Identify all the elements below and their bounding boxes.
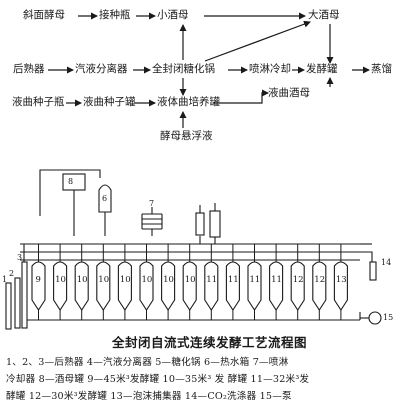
fermentation-tank: [139, 244, 154, 320]
tank-number-label: 11: [271, 275, 282, 285]
node-vapor-liquid-separator: 汽液分离器: [75, 63, 128, 75]
hot-water-tank-6: [98, 184, 112, 213]
callout-1: 1: [2, 275, 8, 284]
fermentation-tank: [204, 244, 219, 320]
tank-number-label: 10: [76, 275, 88, 285]
fermentation-tank: [225, 244, 240, 320]
fermentation-tank: [74, 244, 89, 320]
post-heater-3: [21, 261, 28, 329]
tank-number-label: 11: [206, 275, 218, 285]
node-large-wine-mother: 大酒母: [308, 9, 340, 21]
pipe-top: [39, 169, 101, 216]
callout-2: 2: [9, 269, 15, 278]
callout-15: 15: [383, 313, 394, 322]
fermentation-tank: [247, 244, 262, 320]
node-yeast-suspension: 酵母悬浮液: [160, 130, 213, 142]
vapor-liquid-separator-4: [195, 212, 205, 236]
post-heater-2: [14, 277, 21, 329]
node-inoculation-bottle: 接种瓶: [99, 9, 131, 21]
diagram-caption: 全封闭自流式连续发酵工艺流程图: [112, 335, 308, 350]
fermentation-tank: [182, 244, 197, 320]
node-distillation: 蒸馏: [371, 63, 392, 75]
node-post-heater: 后熟器: [13, 63, 45, 75]
fermentation-tank: [312, 244, 327, 320]
saccharification-pot-5: [209, 210, 221, 238]
fermentation-tank: [290, 244, 305, 320]
fermentation-tank: [117, 244, 132, 320]
fermentation-tank: [96, 244, 111, 320]
callout-3: 3: [17, 253, 23, 262]
fermentation-tank: [161, 244, 176, 320]
arrow-pot-to-large: [204, 20, 311, 62]
pipe-to-14: [360, 251, 373, 262]
pump-15: [368, 311, 382, 325]
legend-line-1: 1、2、3—后熟器 4—汽液分离器 5—糖化锅 6—热水箱 7—喷淋: [6, 357, 289, 368]
tank-number-label: 10: [184, 275, 196, 285]
node-fermentation-tank: 发酵罐: [306, 63, 338, 75]
callout-14: 14: [381, 258, 392, 267]
node-liquid-koji-seed-tank: 液曲种子罐: [83, 96, 136, 108]
tank-number-label: 10: [55, 275, 66, 285]
co2-scrubber-14: [369, 261, 377, 281]
legend-line-2: 冷却器 8—酒母罐 9—45米³发酵罐 10—35米³ 发 酵罐 11—32米³…: [6, 374, 310, 385]
node-liquid-koji-seed-bottle: 液曲种子瓶: [12, 96, 65, 108]
legend-line-3: 酵罐 12—30米³发酵罐 13—泡沫捕集器 14—CO₂洗涤器 15—泵: [6, 391, 292, 402]
node-small-wine-mother: 小酒母: [157, 9, 189, 21]
tank-number-label: 13: [335, 275, 347, 285]
callout-6: 6: [102, 194, 108, 203]
tank-number-label: 11: [227, 275, 239, 285]
post-heater-1: [5, 282, 12, 330]
tank-number-label: 10: [98, 275, 110, 285]
arrow-culture-to-koji-mother: [214, 89, 269, 104]
wine-mother-tank-8: [62, 173, 86, 191]
node-liquid-koji-culture-tank: 液体曲培养罐: [157, 96, 220, 108]
callout-8: 8: [68, 177, 74, 186]
node-spray-cooling: 喷淋冷却: [249, 63, 291, 75]
spray-cooler-7: [141, 213, 163, 230]
node-slant-yeast: 斜面酵母: [23, 9, 65, 21]
fermentation-tank: [333, 244, 348, 320]
tank-number-label: 12: [314, 275, 326, 285]
tank-number-label: 10: [119, 275, 131, 285]
fermentation-tank: [53, 244, 68, 320]
callout-7: 7: [149, 199, 155, 208]
tank-number-label: 9: [35, 275, 41, 285]
node-liquid-koji-wine-mother: 液曲酒母: [268, 87, 310, 99]
tank-number-label: 10: [163, 275, 174, 285]
tank-number-label: 10: [141, 275, 153, 285]
node-sealed-saccharification-pot: 全封闭糖化锅: [152, 63, 215, 75]
tank-number-label: 11: [249, 275, 261, 285]
tank-number-label: 12: [292, 275, 304, 285]
fermentation-tank: [269, 244, 284, 320]
fermentation-tank: [31, 244, 46, 320]
